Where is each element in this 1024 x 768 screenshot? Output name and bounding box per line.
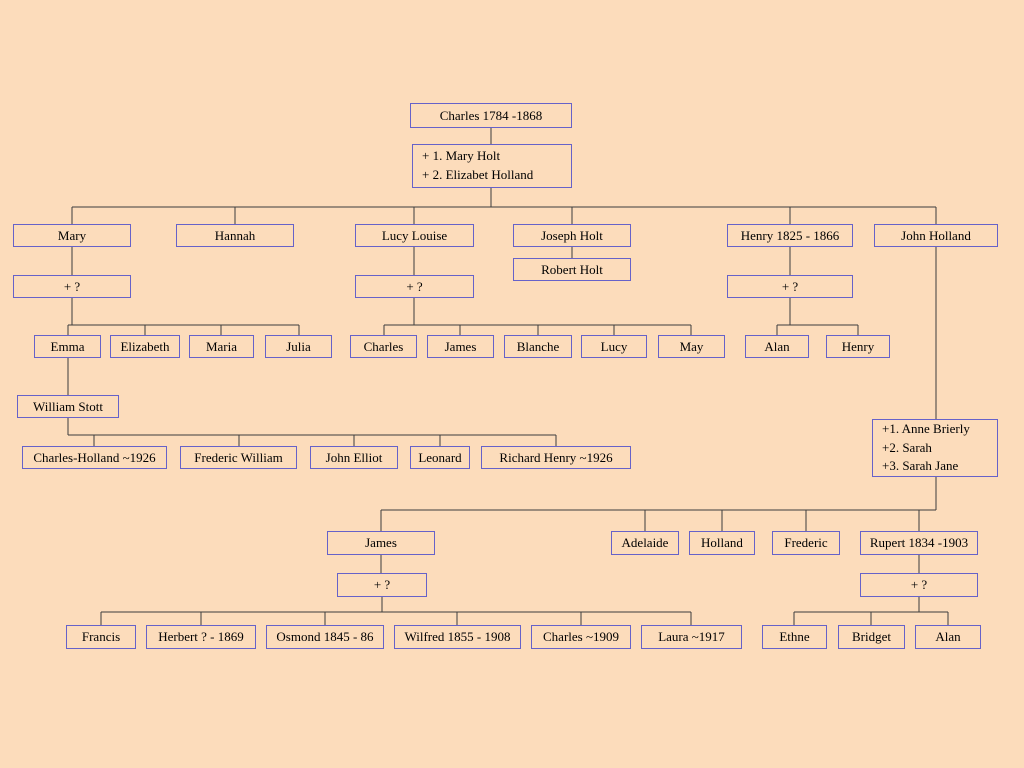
node-may[interactable]: May — [658, 335, 725, 358]
node-joseph-holt[interactable]: Joseph Holt — [513, 224, 631, 247]
node-william-stott[interactable]: William Stott — [17, 395, 119, 418]
node-lucy-louise[interactable]: Lucy Louise — [355, 224, 474, 247]
node-julia[interactable]: Julia — [265, 335, 332, 358]
node-leonard[interactable]: Leonard — [410, 446, 470, 469]
marriage-box-mary[interactable]: + ? — [13, 275, 131, 298]
node-herbert[interactable]: Herbert ? - 1869 — [146, 625, 256, 649]
node-adelaide[interactable]: Adelaide — [611, 531, 679, 555]
marriage-line-2: +2. Sarah — [882, 439, 932, 455]
node-john-holland[interactable]: John Holland — [874, 224, 998, 247]
marriage-line-3: +3. Sarah Jane — [882, 458, 959, 474]
node-frederic[interactable]: Frederic — [772, 531, 840, 555]
node-charles-g4[interactable]: Charles ~1909 — [531, 625, 631, 649]
node-holland[interactable]: Holland — [689, 531, 755, 555]
node-laura[interactable]: Laura ~1917 — [641, 625, 742, 649]
node-rupert[interactable]: Rupert 1834 -1903 — [860, 531, 978, 555]
marriage-box-lucy-louise[interactable]: + ? — [355, 275, 474, 298]
node-john-elliot[interactable]: John Elliot — [310, 446, 398, 469]
node-bridget[interactable]: Bridget — [838, 625, 905, 649]
node-frederic-william[interactable]: Frederic William — [180, 446, 297, 469]
node-osmond[interactable]: Osmond 1845 - 86 — [266, 625, 384, 649]
node-maria[interactable]: Maria — [189, 335, 254, 358]
marriage-box-james-holland[interactable]: + ? — [337, 573, 427, 597]
node-alan-g4[interactable]: Alan — [915, 625, 981, 649]
marriage-line-1: +1. Anne Brierly — [882, 420, 970, 436]
marriage-line-1: + 1. Mary Holt — [422, 148, 501, 164]
node-robert-holt[interactable]: Robert Holt — [513, 258, 631, 281]
node-emma[interactable]: Emma — [34, 335, 101, 358]
node-charles-holland[interactable]: Charles-Holland ~1926 — [22, 446, 167, 469]
node-henry-1825[interactable]: Henry 1825 - 1866 — [727, 224, 853, 247]
node-james-holland[interactable]: James — [327, 531, 435, 555]
marriage-box-john-holland[interactable]: +1. Anne Brierly +2. Sarah +3. Sarah Jan… — [872, 419, 998, 477]
node-mary[interactable]: Mary — [13, 224, 131, 247]
node-charles-g3[interactable]: Charles — [350, 335, 417, 358]
node-francis[interactable]: Francis — [66, 625, 136, 649]
node-charles-sr[interactable]: Charles 1784 -1868 — [410, 103, 572, 128]
node-richard-henry[interactable]: Richard Henry ~1926 — [481, 446, 631, 469]
node-wilfred[interactable]: Wilfred 1855 - 1908 — [394, 625, 521, 649]
marriage-box-charles-sr[interactable]: + 1. Mary Holt + 2. Elizabet Holland — [412, 144, 572, 188]
marriage-box-henry[interactable]: + ? — [727, 275, 853, 298]
node-henry-g3[interactable]: Henry — [826, 335, 890, 358]
node-hannah[interactable]: Hannah — [176, 224, 294, 247]
node-alan-g3[interactable]: Alan — [745, 335, 809, 358]
node-elizabeth[interactable]: Elizabeth — [110, 335, 180, 358]
node-ethne[interactable]: Ethne — [762, 625, 827, 649]
node-blanche[interactable]: Blanche — [504, 335, 572, 358]
node-lucy[interactable]: Lucy — [581, 335, 647, 358]
node-james-g3[interactable]: James — [427, 335, 494, 358]
marriage-line-2: + 2. Elizabet Holland — [422, 167, 534, 182]
marriage-box-rupert[interactable]: + ? — [860, 573, 978, 597]
